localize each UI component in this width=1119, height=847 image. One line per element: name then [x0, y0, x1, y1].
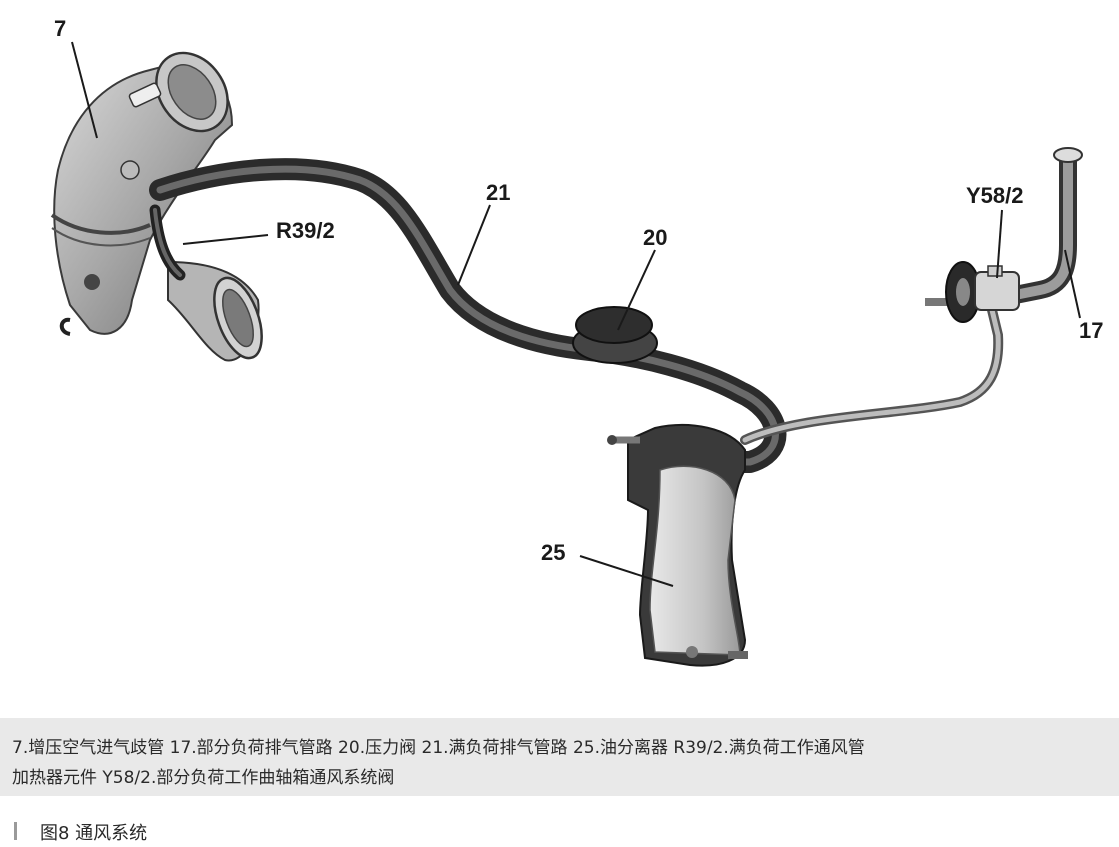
leader-17	[1064, 249, 1081, 319]
callout-25: 25	[541, 540, 566, 565]
intake-manifold	[50, 51, 263, 362]
oil-separator	[607, 423, 748, 667]
figure-title: 图8 通风系统	[40, 823, 148, 844]
leader-y58	[996, 209, 1003, 279]
leader-21	[457, 204, 491, 286]
callout-7: 7	[54, 16, 67, 41]
leader-7	[71, 41, 98, 139]
caption-line-1: 7.增压空气进气歧管 17.部分负荷排气管路 20.压力阀 21.满负荷排气管路…	[12, 738, 865, 758]
leader-20	[617, 249, 656, 331]
figure-title-marker	[14, 822, 17, 840]
pressure-valve	[572, 306, 658, 364]
partial-load-vent-line	[740, 305, 1004, 445]
callout-r39-2: R39/2	[276, 218, 335, 243]
leader-25	[579, 555, 674, 587]
crankcase-ventilation-valve	[925, 261, 1020, 323]
leader-lines	[71, 41, 1081, 587]
full-load-vent-line	[149, 158, 787, 473]
callout-y58-2: Y58/2	[966, 183, 1024, 208]
leader-r39	[182, 234, 269, 245]
partial-load-vent-pipe	[1006, 147, 1083, 304]
ventilation-system-illustration	[50, 41, 1083, 667]
caption-line-2: 加热器元件 Y58/2.部分负荷工作曲轴箱通风系统阀	[12, 768, 395, 788]
callout-20: 20	[643, 225, 668, 250]
callout-21: 21	[486, 180, 511, 205]
caption-box: 7.增压空气进气歧管 17.部分负荷排气管路 20.压力阀 21.满负荷排气管路…	[0, 718, 1119, 796]
callout-17: 17	[1079, 318, 1104, 343]
